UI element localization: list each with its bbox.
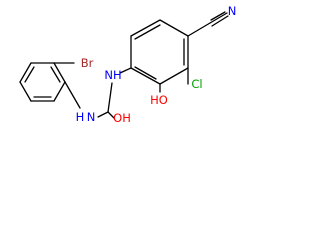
bond-cn-triple-a bbox=[209, 12, 228, 24]
bond bbox=[53, 62, 66, 83]
bond-c-nh bbox=[107, 82, 113, 113]
bond-n-c bbox=[97, 111, 109, 118]
double-bond-inner bbox=[134, 24, 161, 40]
chemical-structure: Br N H OH NH HO Cl N bbox=[19, 4, 237, 125]
chlorine-label: Cl bbox=[191, 77, 202, 91]
urea-nh-label: NH bbox=[104, 68, 121, 82]
double-bond-inner bbox=[24, 66, 35, 83]
bond bbox=[19, 62, 32, 83]
double-bond-inner bbox=[134, 66, 157, 80]
bond bbox=[130, 19, 161, 37]
bond bbox=[19, 81, 32, 102]
aryl-nitrogen-hydrogen-label: H bbox=[76, 110, 85, 124]
phenol-label: HO bbox=[150, 93, 168, 107]
bond-c-n bbox=[64, 81, 81, 109]
bond-nh-ring bbox=[119, 67, 132, 74]
aryl-nitrogen-label: N bbox=[87, 110, 96, 124]
bond bbox=[159, 19, 189, 37]
urea-hydroxyl-label: OH bbox=[113, 111, 131, 125]
bond-cn-triple-c bbox=[211, 15, 229, 27]
bond bbox=[53, 81, 66, 102]
bond-c-oh bbox=[107, 111, 115, 119]
cyanophenyl-ring bbox=[130, 19, 189, 85]
bond-cn-triple-b bbox=[210, 11, 226, 21]
bromophenyl-ring bbox=[19, 62, 66, 102]
bromine-label: Br bbox=[81, 56, 94, 70]
double-bond-inner bbox=[50, 66, 61, 83]
bond bbox=[130, 67, 161, 85]
bond-c-cn bbox=[187, 22, 211, 37]
nitrile-nitrogen-label: N bbox=[228, 4, 237, 18]
bond bbox=[159, 67, 189, 85]
